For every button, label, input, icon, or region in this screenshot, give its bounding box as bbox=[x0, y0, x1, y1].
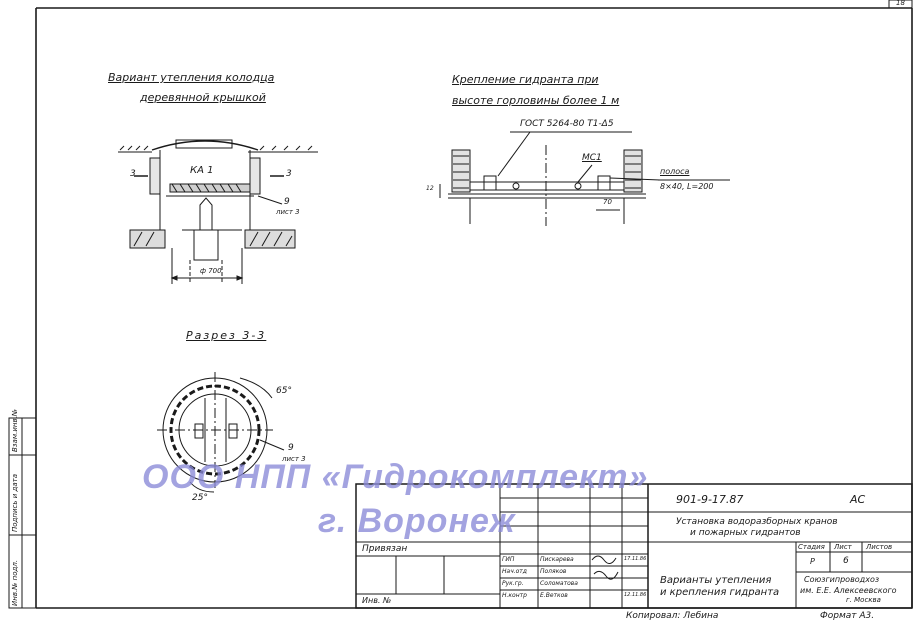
stamp-sign-date: Подпись и дата bbox=[11, 474, 19, 532]
name-4: Е.Ветков bbox=[540, 592, 568, 599]
col-sheets: Листов bbox=[866, 543, 893, 551]
label-mc1: МС1 bbox=[582, 153, 602, 163]
stamp-replace-inv: Взам.инв.№ bbox=[11, 408, 19, 452]
label-section-right: 3 bbox=[286, 169, 292, 179]
role-head-dept: Нач.отд bbox=[502, 568, 527, 575]
role-group-lead: Рук.гр. bbox=[502, 580, 524, 587]
name-1: Пискарева bbox=[540, 556, 574, 563]
sheet-title-line1: Варианты утепления bbox=[660, 575, 772, 586]
label-ref-sheet: лист 3 bbox=[276, 208, 300, 216]
label-inv-no: Инв. № bbox=[362, 596, 392, 605]
label-ka1: КА 1 bbox=[190, 165, 214, 176]
label-diameter: ф 700 bbox=[200, 267, 222, 275]
val-sheet: 6 bbox=[843, 556, 849, 566]
date-1: 17.11.86 bbox=[624, 556, 647, 562]
label-section-left: 3 bbox=[130, 169, 136, 179]
org-line1: Союзгипроводхоз bbox=[804, 575, 880, 584]
drawing1-title-line1: Вариант утепления колодца bbox=[108, 71, 275, 84]
project-title-line2: и пожарных гидрантов bbox=[690, 528, 801, 538]
label-strip: полоса bbox=[660, 167, 690, 176]
name-2: Поляков bbox=[540, 568, 567, 575]
label-strip-size: 8×40, L=200 bbox=[660, 182, 714, 191]
copied-by: Копировал: Лебина bbox=[626, 611, 719, 621]
paper-format: Формат А3. bbox=[820, 611, 875, 621]
label-ref-sheet-b: лист 3 bbox=[282, 455, 306, 463]
drawing3-title: Разрез 3-3 bbox=[186, 329, 267, 342]
label-ref-9: 9 bbox=[284, 197, 290, 207]
watermark-line1: ООО НПП «Гидрокомплект» bbox=[142, 458, 649, 496]
label-angle-25: 25° bbox=[192, 493, 208, 503]
drawing1-title-line2: деревянной крышкой bbox=[140, 91, 266, 104]
col-stage: Стадия bbox=[798, 543, 825, 551]
label-privyazan: Привязан bbox=[362, 544, 408, 554]
label-angle-65: 65° bbox=[276, 386, 292, 396]
name-3: Соломатова bbox=[540, 580, 578, 587]
drawing2-title-line1: Крепление гидранта при bbox=[452, 73, 599, 86]
label-gost: ГОСТ 5264-80 Т1-Δ5 bbox=[520, 119, 614, 129]
org-line3: г. Москва bbox=[846, 596, 881, 604]
sheet-title-line2: и крепления гидранта bbox=[660, 587, 780, 598]
stamp-inv-orig: Инв.№ подл. bbox=[11, 559, 19, 606]
doc-code: 901-9-17.87 bbox=[676, 493, 744, 506]
project-title-line1: Установка водоразборных кранов bbox=[676, 517, 838, 527]
label-ref-9b: 9 bbox=[288, 443, 294, 453]
role-gip: ГИП bbox=[502, 556, 515, 563]
val-stage: Р bbox=[810, 557, 815, 566]
page-number: 18 bbox=[896, 0, 905, 7]
label-dim-12: 12 bbox=[426, 185, 434, 192]
col-sheet: Лист bbox=[834, 543, 852, 551]
watermark-line2: г. Воронеж bbox=[318, 502, 516, 540]
role-norm-control: Н.контр bbox=[502, 592, 527, 599]
drawing2-title-line2: высоте горловины более 1 м bbox=[452, 94, 620, 107]
album-code: АС bbox=[850, 493, 866, 506]
org-line2: им. Е.Е. Алексеевского bbox=[800, 586, 897, 595]
label-dim-70: 70 bbox=[603, 198, 612, 206]
date-4: 12.11.86 bbox=[624, 592, 647, 598]
